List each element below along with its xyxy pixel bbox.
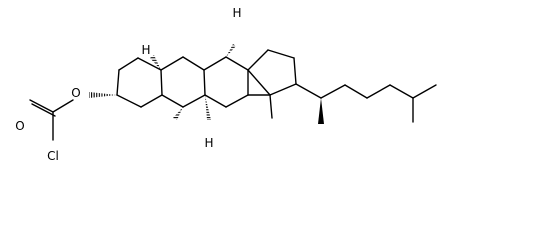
structure-canvas: O O Cl H H H <box>15 6 437 163</box>
c13-methyl <box>269 94 273 119</box>
c5-hydrogen-label: H <box>141 43 150 57</box>
ring-c <box>203 56 249 108</box>
c9-hydrogen-label: H <box>204 136 213 150</box>
c3-o-hash-bond <box>89 92 117 98</box>
molecule-structure: O O Cl H H H <box>15 6 437 163</box>
c5-hash-bond <box>150 55 161 70</box>
ring-a <box>116 57 163 108</box>
c8-hash-bond <box>226 44 236 57</box>
chlorine-label: Cl <box>47 149 59 163</box>
ester-oxygen-label: O <box>71 86 80 100</box>
c9-hash-bond <box>205 95 211 120</box>
c20-wedge-bond <box>318 98 324 124</box>
c14-hydrogen-label: H <box>232 6 241 20</box>
c10-methyl-hash <box>173 107 183 120</box>
chloroformate-group <box>29 99 74 141</box>
side-chain <box>295 83 437 123</box>
carbonyl-oxygen-label: O <box>15 119 24 133</box>
ring-b <box>160 56 206 108</box>
ring-d <box>247 49 297 96</box>
